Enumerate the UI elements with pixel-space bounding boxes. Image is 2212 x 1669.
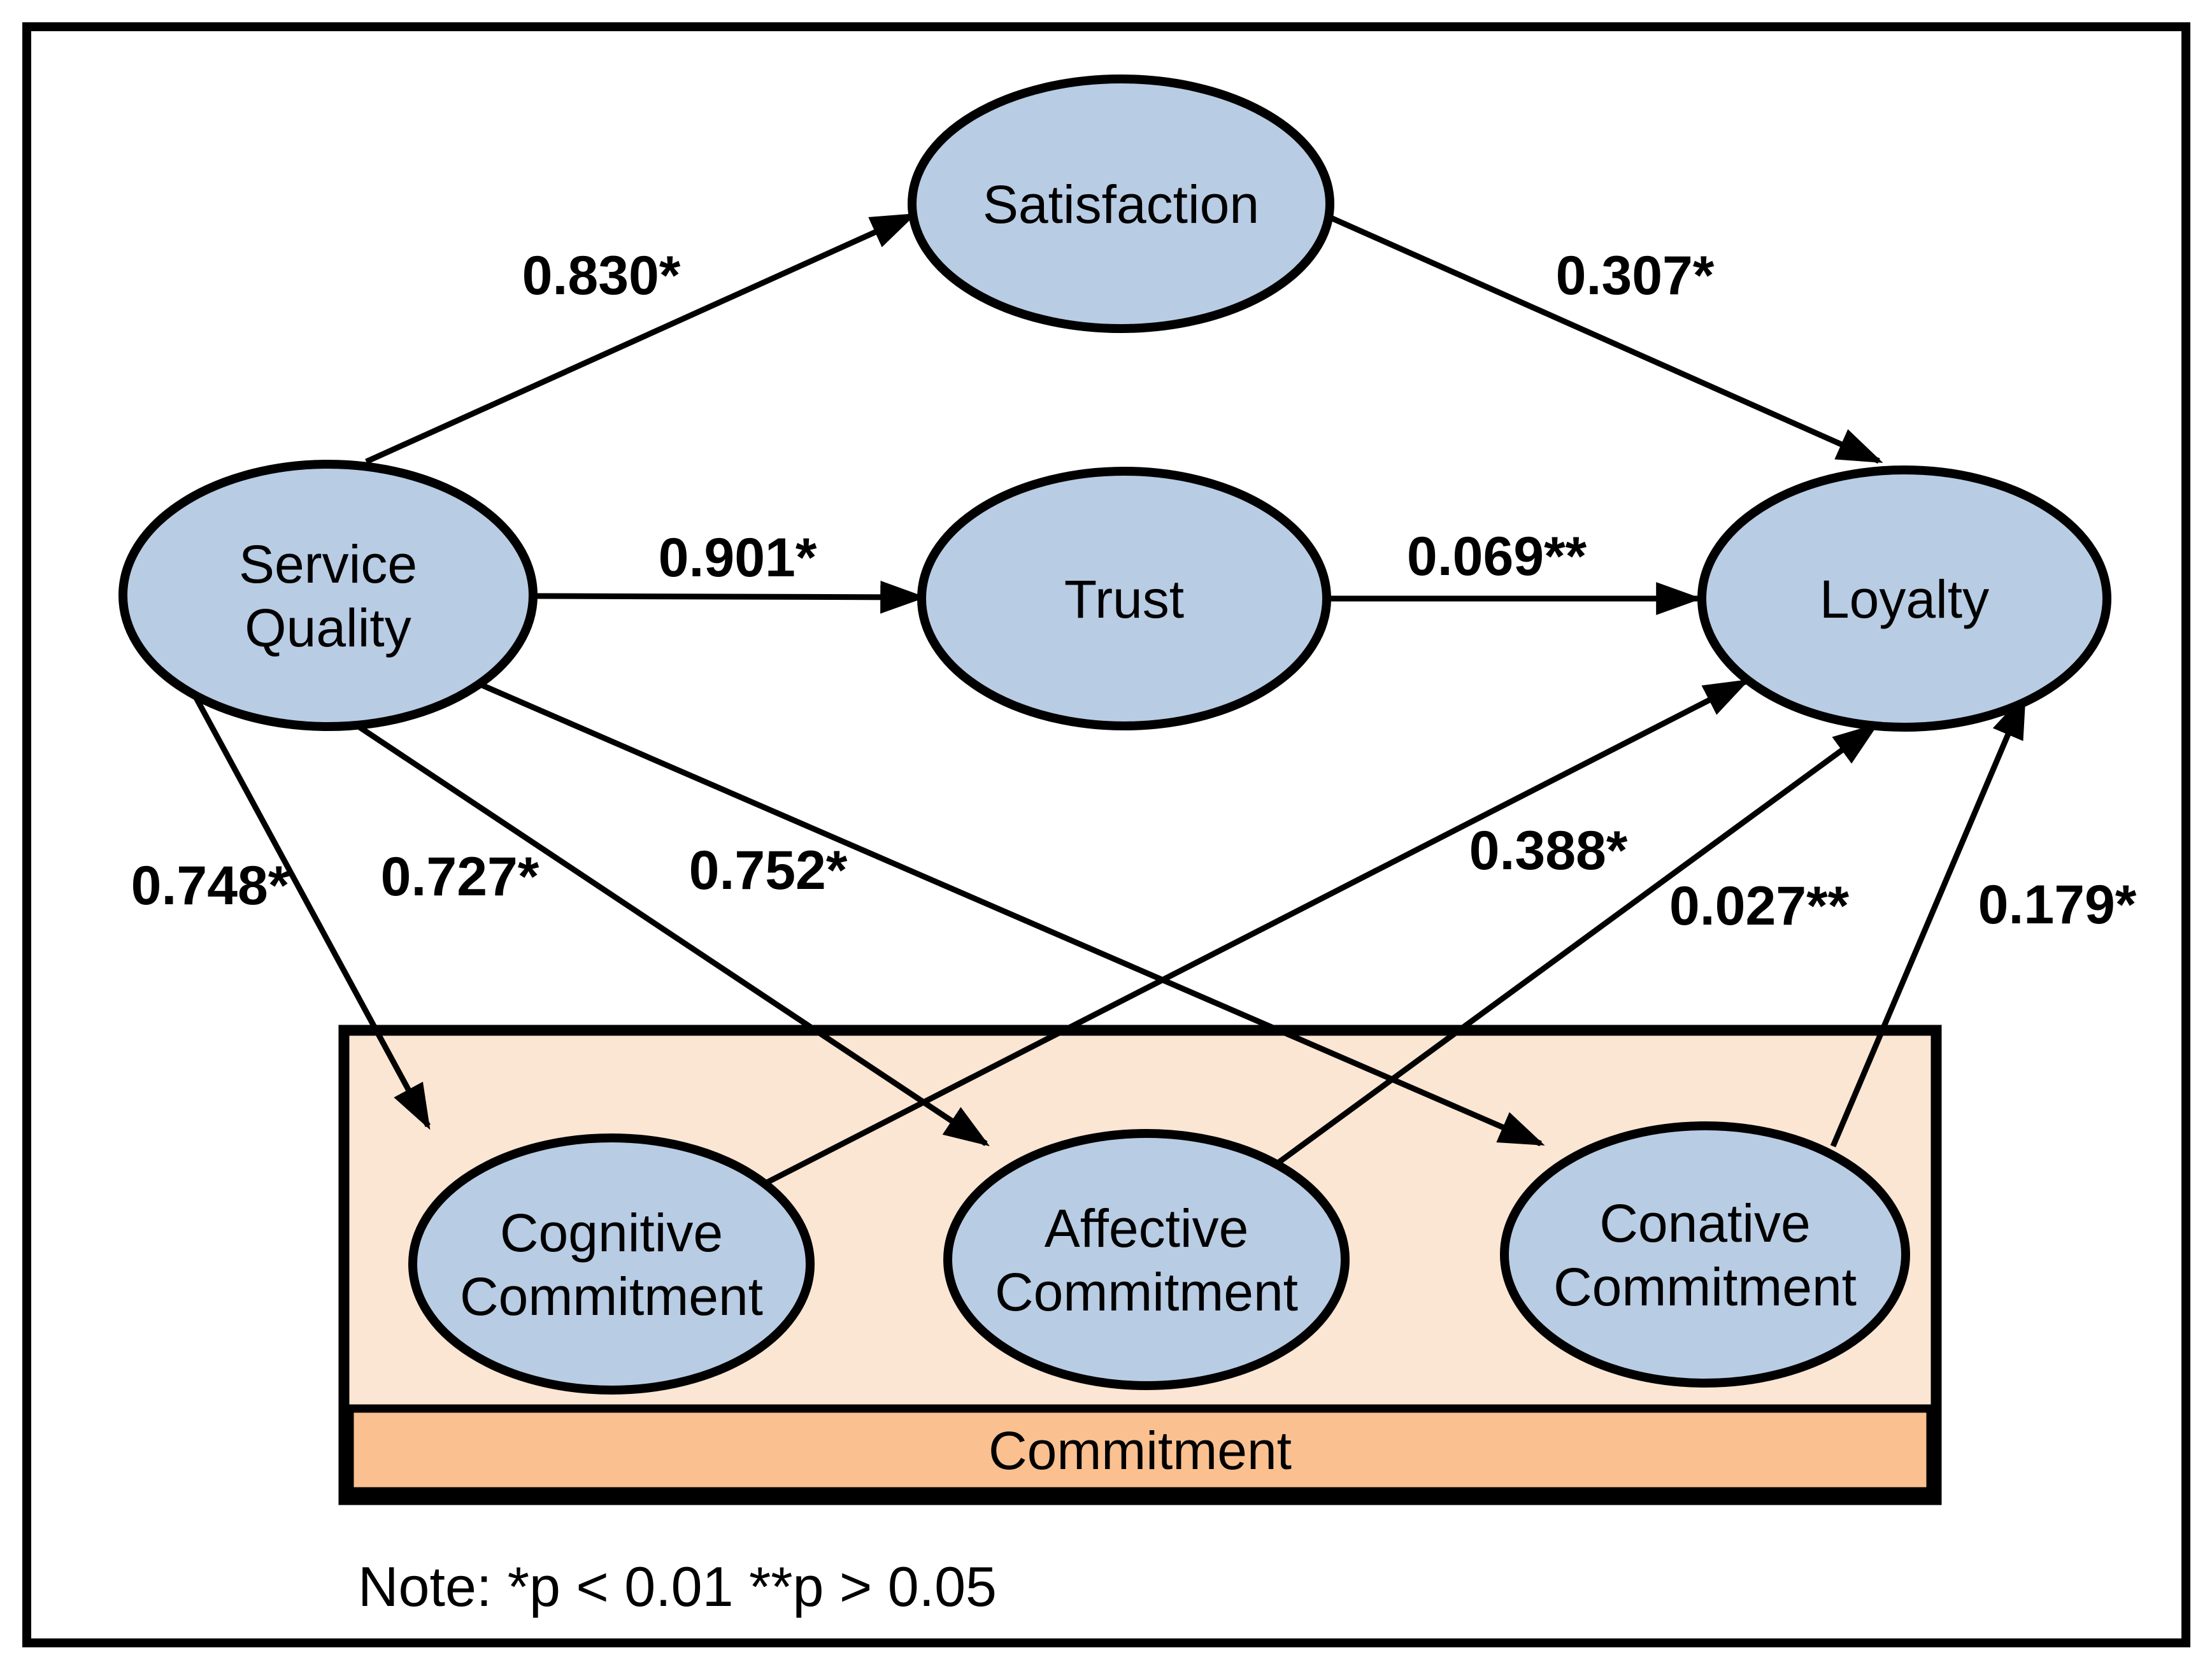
node-loyalty-label: Loyalty	[1820, 569, 1989, 629]
coefficient-servicequality-cognitive: 0.748*	[131, 855, 290, 916]
coefficient-servicequality-affective: 0.727*	[381, 846, 539, 907]
coefficient-affective-loyalty: 0.027**	[1669, 876, 1850, 937]
node-service-quality	[118, 460, 538, 731]
node-affective-commitment-label-line1: Affective	[1045, 1198, 1249, 1258]
node-trust-label: Trust	[1064, 569, 1184, 629]
path-satisfaction-loyalty	[1327, 213, 1883, 464]
path-servicequality-satisfaction	[365, 212, 917, 465]
coefficient-servicequality-conative: 0.752*	[689, 840, 848, 901]
coefficient-trust-loyalty: 0.069**	[1407, 526, 1587, 587]
path-conative-loyalty	[1830, 692, 2027, 1147]
node-cognitive-commitment-label-line2: Commitment	[460, 1267, 763, 1326]
node-satisfaction-label: Satisfaction	[983, 174, 1259, 234]
path-servicequality-cognitive	[190, 689, 431, 1130]
node-trust	[917, 467, 1331, 730]
path-affective-loyalty	[1274, 723, 1879, 1167]
node-satisfaction	[908, 75, 1334, 333]
commitment-group-label: Commitment	[988, 1421, 1292, 1481]
coefficient-satisfaction-loyalty: 0.307*	[1556, 245, 1715, 306]
path-servicequality-affective	[355, 723, 990, 1146]
figure-border	[22, 22, 2190, 1647]
coefficient-cognitive-loyalty: 0.388*	[1469, 820, 1628, 881]
node-cognitive-commitment	[408, 1133, 815, 1395]
node-service-quality-label-line2: Quality	[245, 598, 411, 658]
node-loyalty	[1697, 465, 2111, 732]
path-servicequality-conative	[478, 681, 1545, 1147]
path-cognitive-loyalty	[764, 678, 1750, 1186]
node-conative-commitment-label-line2: Commitment	[1553, 1257, 1857, 1317]
note-text: Note: *p < 0.01 **p > 0.05	[358, 1555, 997, 1618]
node-conative-commitment-label-line1: Conative	[1599, 1193, 1811, 1253]
node-affective-commitment-label-line2: Commitment	[995, 1262, 1298, 1322]
node-affective-commitment	[943, 1129, 1350, 1390]
coefficient-servicequality-satisfaction: 0.830*	[522, 245, 681, 306]
path-servicequality-trust	[533, 580, 927, 614]
node-service-quality-label-line1: Service	[239, 534, 417, 594]
coefficient-conative-loyalty: 0.179*	[1978, 874, 2137, 935]
node-cognitive-commitment-label-line1: Cognitive	[500, 1203, 723, 1263]
coefficient-servicequality-trust: 0.901*	[659, 527, 817, 588]
commitment-group-bar	[345, 1404, 1935, 1496]
node-conative-commitment	[1500, 1121, 1910, 1388]
